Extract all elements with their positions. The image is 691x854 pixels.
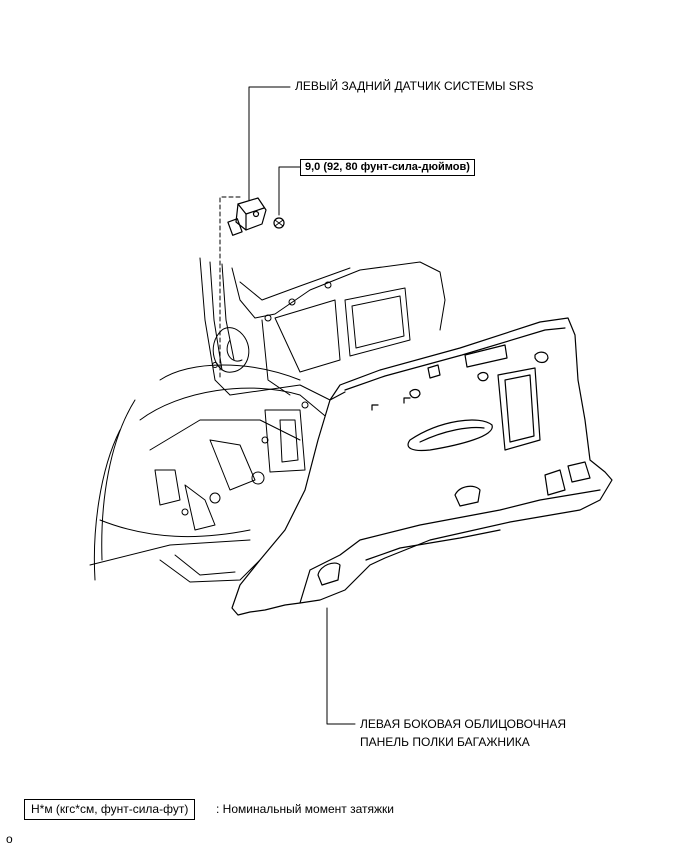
torque-legend-description: : Номинальный момент затяжки: [216, 802, 394, 816]
sensor-leader: [248, 86, 291, 201]
torque-leader: [278, 166, 301, 216]
sensor-label: ЛЕВЫЙ ЗАДНИЙ ДАТЧИК СИСТЕМЫ SRS: [295, 79, 534, 93]
trim-panel: [231, 317, 613, 616]
panel-leader: [326, 607, 356, 725]
torque-spec-box: 9,0 (92, 80 фунт-сила-дюймов): [300, 159, 475, 176]
bolt-icon: [273, 217, 285, 229]
vehicle-body-structure: [89, 257, 446, 583]
corner-mark: o: [6, 832, 13, 846]
torque-unit-legend-box: Н*м (кгс*см, фунт-сила-фут): [24, 799, 196, 820]
installation-dash-line: [219, 196, 241, 381]
panel-label-line1: ЛЕВАЯ БОКОВАЯ ОБЛИЦОВОЧНАЯ: [360, 717, 567, 731]
srs-sensor-icon: [227, 197, 267, 236]
leader-lines: [219, 86, 356, 725]
panel-label-line2: ПАНЕЛЬ ПОЛКИ БАГАЖНИКА: [360, 735, 530, 749]
